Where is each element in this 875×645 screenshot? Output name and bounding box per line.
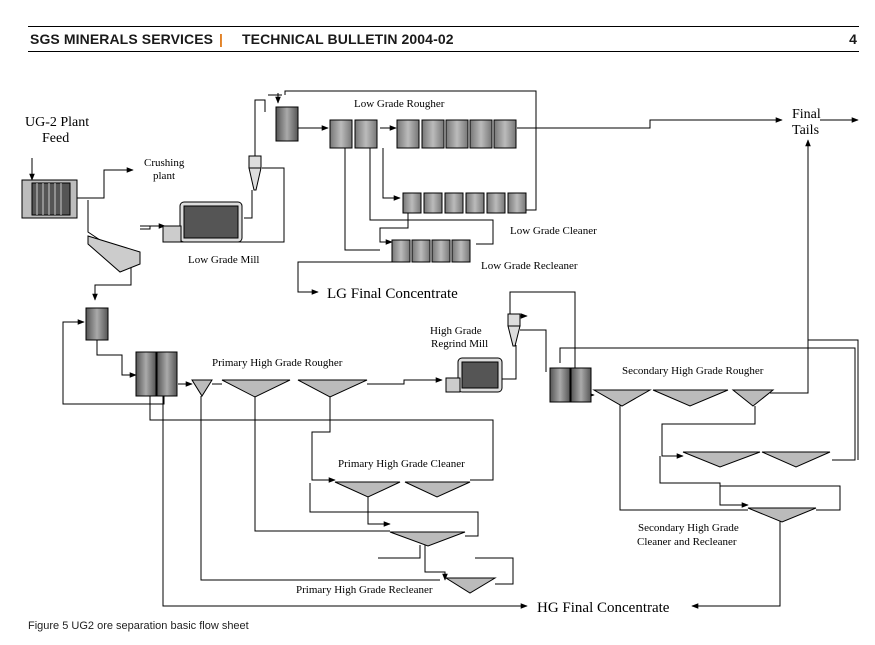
header-separator: | xyxy=(219,31,224,47)
final-tails-label-line2: Tails xyxy=(792,123,819,138)
low-grade-mill-label: Low Grade Mill xyxy=(188,254,259,266)
secondary-hg-cleaner-cells xyxy=(682,451,831,468)
secondary-hg-rougher-label: Secondary High Grade Rougher xyxy=(622,365,764,377)
lg-conditioning-tank xyxy=(275,106,299,142)
secondary-hg-recleaner-cells xyxy=(747,507,817,523)
hg-regrind-mill xyxy=(445,357,503,393)
secondary-hg-cleaner-label-line1: Secondary High Grade xyxy=(638,522,739,534)
secondary-hg-conditioning-tanks xyxy=(549,367,592,403)
lg-final-concentrate-label: LG Final Concentrate xyxy=(327,286,458,302)
lg-rougher-cells xyxy=(329,119,517,149)
lg-cyclone xyxy=(248,155,262,191)
primary-hg-rougher-label: Primary High Grade Rougher xyxy=(212,357,343,369)
primary-hg-cleaner-label: Primary High Grade Cleaner xyxy=(338,458,465,470)
page-header: SGS MINERALS SERVICES | TECHNICAL BULLET… xyxy=(28,26,859,52)
page-number: 4 xyxy=(849,31,857,47)
secondary-hg-cleaner-label-line2: Cleaner and Recleaner xyxy=(637,536,737,548)
secondary-hg-rougher-cells xyxy=(592,389,775,407)
hg-cyclone xyxy=(507,313,521,347)
final-tails-label-line1: Final xyxy=(792,107,821,122)
low-grade-cleaner-label: Low Grade Cleaner xyxy=(510,225,597,237)
hg-regrind-label-line2: Regrind Mill xyxy=(431,338,488,350)
lg-recleaner-cells xyxy=(391,239,471,263)
company-name: SGS MINERALS SERVICES xyxy=(30,31,214,47)
figure-caption: Figure 5 UG2 ore separation basic flow s… xyxy=(28,620,249,632)
low-grade-rougher-label: Low Grade Rougher xyxy=(354,98,445,110)
hg-feed-tank xyxy=(85,307,109,341)
feed-crusher xyxy=(21,179,78,219)
feed-label-line2: Feed xyxy=(42,131,69,146)
bulletin-title: TECHNICAL BULLETIN 2004-02 xyxy=(242,31,454,47)
primary-hg-recleaner-label: Primary High Grade Recleaner xyxy=(296,584,433,596)
primary-hg-recleaner-cells-a xyxy=(389,531,466,547)
lg-cleaner-cells xyxy=(402,192,527,214)
low-grade-mill xyxy=(162,201,243,243)
primary-hg-cleaner-cells xyxy=(334,481,471,498)
hg-final-concentrate-label: HG Final Concentrate xyxy=(537,600,670,616)
crushing-label-line1: Crushing xyxy=(144,157,185,169)
primary-hg-rougher-cells xyxy=(191,379,368,398)
crushing-label-line2: plant xyxy=(153,170,175,182)
primary-hg-recleaner-cells-b xyxy=(444,577,497,594)
screen-icon xyxy=(87,235,141,273)
hg-regrind-label-line1: High Grade xyxy=(430,325,482,337)
low-grade-recleaner-label: Low Grade Recleaner xyxy=(481,260,578,272)
feed-label-line1: UG-2 Plant xyxy=(25,115,89,130)
primary-hg-conditioning-tanks xyxy=(135,351,178,397)
